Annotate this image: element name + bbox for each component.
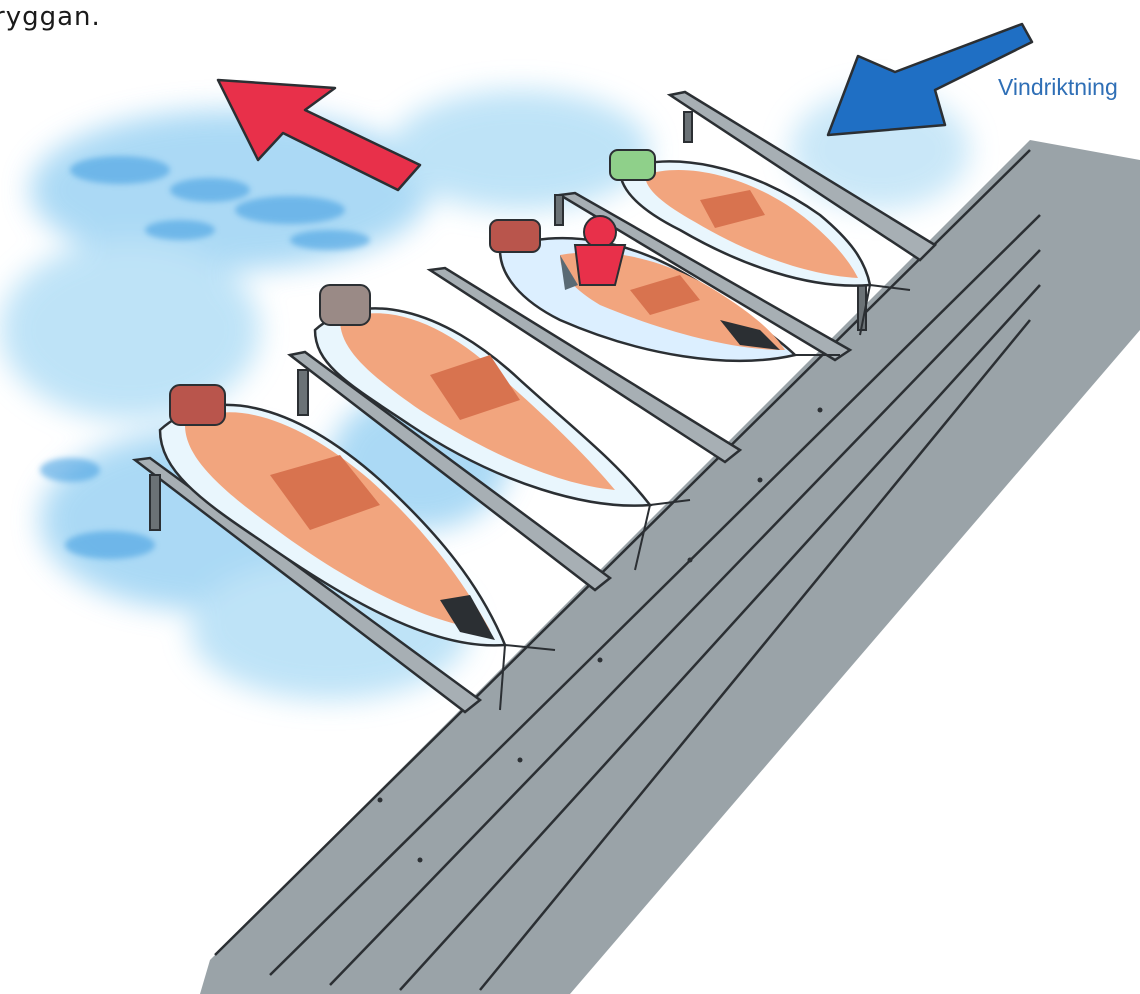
wind-direction-label: Vindriktning [998,74,1118,101]
caption-fragment: ryggan. [0,2,101,32]
